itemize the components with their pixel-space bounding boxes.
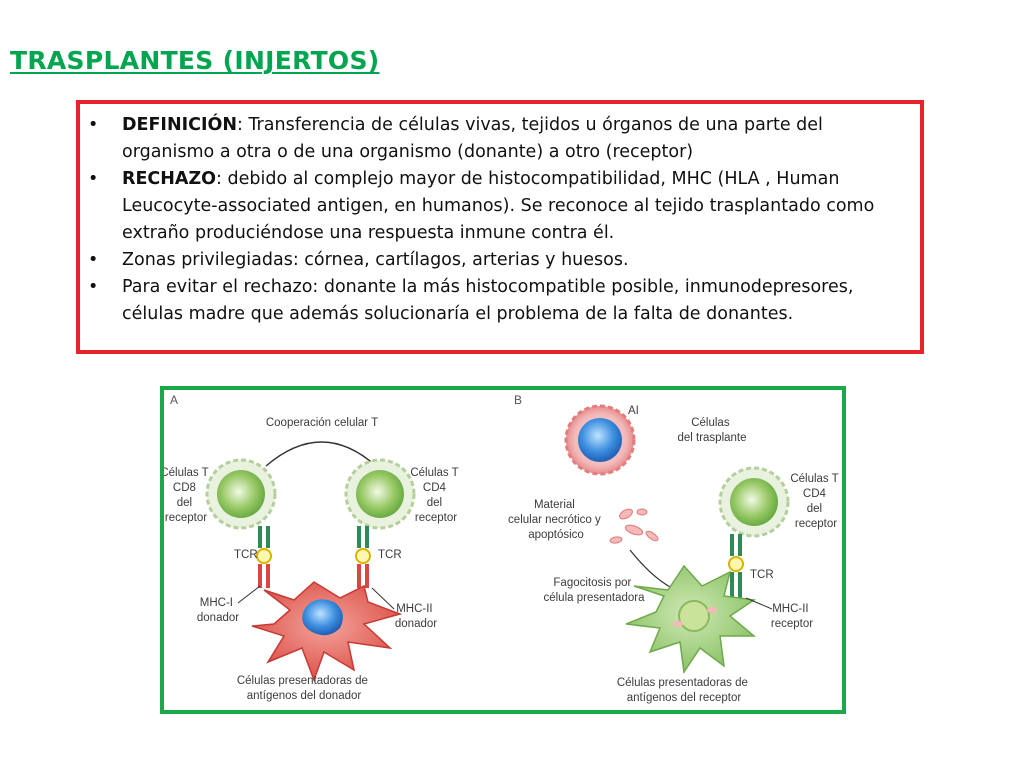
cooperation-label: Cooperación celular T [266, 417, 378, 429]
list-item-rechazo: • RECHAZO: debido al complejo mayor de hi… [88, 166, 912, 247]
text-evitar: Para evitar el rechazo: donante la más h… [122, 277, 854, 324]
tcr-mhc1-complex [256, 526, 272, 588]
text-definicion: : Transferencia de células vivas, tejido… [122, 115, 823, 162]
cd4-t-cell-a [344, 458, 416, 530]
text-zonas: Zonas privilegiadas: córnea, cartílagos,… [122, 250, 629, 270]
slide-title: TRASPLANTES (INJERTOS) [10, 46, 380, 75]
mhc2-donor-pointer [371, 587, 395, 610]
necrotic-fragments [609, 508, 659, 544]
donor-apc-label: Células presentadoras de antígenos del d… [237, 675, 371, 702]
cd8-t-cell [205, 458, 277, 530]
tcr-mhc2-complex-b [728, 534, 744, 598]
phago-arrow [629, 549, 677, 591]
cooperation-arrow [265, 441, 377, 467]
definition-box: • DEFINICIÓN: Transferencia de células vi… [76, 100, 924, 354]
panel-b-letter: B [514, 393, 522, 407]
ai-label: AI [628, 405, 639, 417]
bullet: • [88, 115, 99, 135]
tcr-mhc2-complex-a [355, 526, 371, 588]
bullet: • [88, 277, 99, 297]
list-item-definicion: • DEFINICIÓN: Transferencia de células vi… [88, 112, 912, 166]
definition-list: • DEFINICIÓN: Transferencia de células vi… [88, 112, 912, 328]
cd4-t-cell-b [718, 466, 790, 538]
bullet: • [88, 250, 99, 270]
tcr-label-a1: TCR [234, 549, 258, 561]
cd4-label-b: Células T CD4 del receptor [790, 473, 841, 530]
text-rechazo: : debido al complejo mayor de histocompa… [122, 169, 875, 243]
donor-apc [251, 581, 403, 683]
mhc2-donor-label: MHC-II donador [395, 603, 437, 630]
tcr-label-b: TCR [750, 569, 774, 581]
cd8-label: Células T CD8 del receptor [164, 467, 212, 524]
tcr-label-a2: TCR [378, 549, 402, 561]
mhc1-pointer [237, 585, 261, 604]
recipient-apc [625, 564, 757, 675]
term-rechazo: RECHAZO [122, 169, 217, 189]
mhc2-recipient-pointer [745, 597, 773, 610]
panel-a-letter: A [170, 393, 178, 407]
mhc1-label: MHC-I donador [197, 597, 239, 624]
phago-label: Fagocitosis por célula presentadora [543, 577, 645, 604]
figure-box: A Cooperación celular T Células T CD8 de… [160, 386, 846, 714]
term-definicion: DEFINICIÓN [122, 115, 237, 135]
bullet: • [88, 169, 99, 189]
rejection-diagram: A Cooperación celular T Células T CD8 de… [164, 393, 841, 704]
transplant-label: Células del trasplante [677, 417, 746, 444]
necrotic-label: Material celular necrótico y apoptósico [508, 499, 604, 541]
transplant-cell [564, 404, 636, 476]
cd4-label-a: Células T CD4 del receptor [410, 467, 461, 524]
recipient-apc-label: Células presentadoras de antígenos del r… [617, 677, 751, 704]
list-item-evitar: • Para evitar el rechazo: donante la más … [88, 274, 912, 328]
list-item-zonas: • Zonas privilegiadas: córnea, cartílagos… [88, 247, 912, 274]
mhc2-recipient-label: MHC-II receptor [771, 603, 813, 630]
